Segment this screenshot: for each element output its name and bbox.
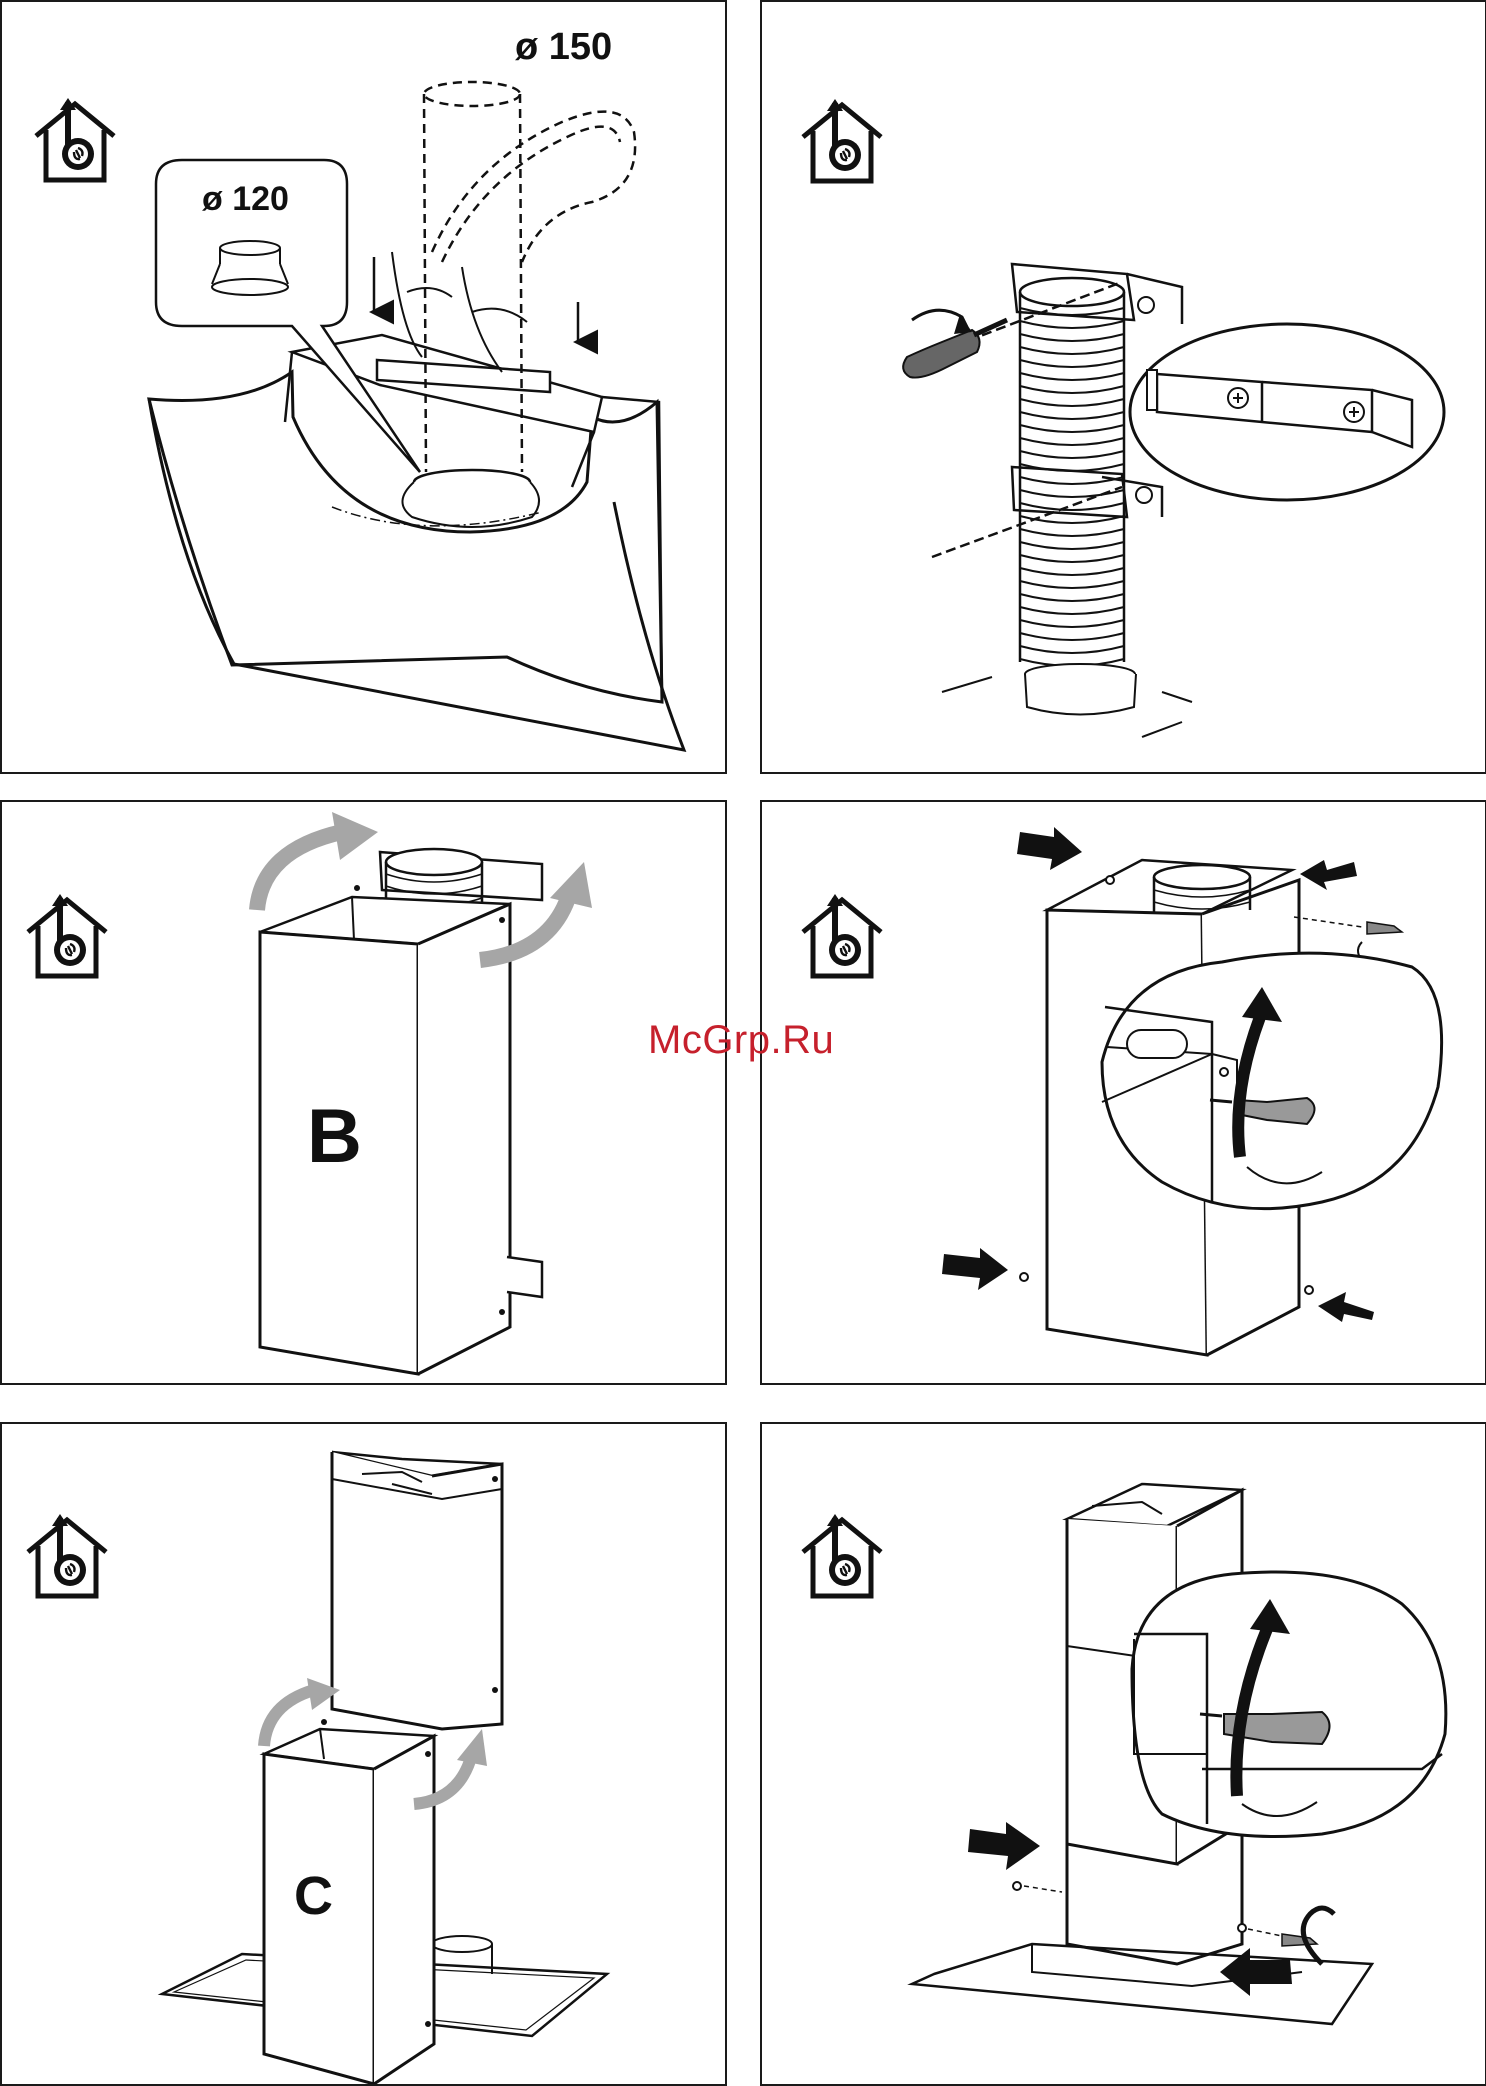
duct-rib [1020,386,1124,393]
watermark-text: McGrp.Ru [648,1018,834,1063]
duct-rib [1020,425,1124,432]
duct-rib [1020,347,1124,354]
duct-rib [1020,438,1124,445]
duct-rib [1020,412,1124,419]
label-diameter-120: ø 120 [202,180,289,218]
label-diameter-150: ø 150 [515,26,612,68]
section-letter-c: C [294,1866,333,1926]
duct-rib [1020,373,1124,380]
duct-rib [1020,568,1124,575]
duct-rib [1020,321,1124,328]
push-arrow-4 [1318,1292,1374,1322]
detail-zoom-screw [1102,953,1442,1209]
duct-rib [1020,529,1124,536]
panel-6-fix-screws-c [760,1422,1486,2086]
ducted-mode-icon [803,99,881,181]
section-letter-b: B [307,1094,362,1179]
duct-rib [1020,620,1124,627]
panel-5-upper-chimney-c: C [0,1422,727,2086]
push-arrow-3 [942,1248,1008,1290]
detail-zoom-screw [1132,1572,1446,1837]
duct-rib [1020,503,1124,510]
duct-rib [1020,594,1124,601]
screwdriver-icon [1367,922,1402,934]
duct-rib [1020,555,1124,562]
duct-rib [1020,399,1124,406]
screwdriver-icon [1282,1934,1317,1946]
panel-4-fix-screws-b [760,800,1486,1385]
detail-zoom-bracket [1130,324,1444,500]
push-arrow-1 [968,1822,1040,1870]
duct-rib [1020,542,1124,549]
panel-1-duct-connection: ø 120 ø 150 [0,0,727,774]
push-arrow-2 [1300,860,1357,890]
duct-rib [1020,581,1124,588]
push-arrow-1 [1017,827,1082,870]
duct-rib [1020,607,1124,614]
screwdriver-icon [903,310,1007,377]
ducted-mode-icon [803,1514,881,1596]
ducted-mode-icon [28,894,106,976]
duct-rib [1020,334,1124,341]
duct-rib [1020,451,1124,458]
duct-rib [1020,633,1124,640]
duct-rib [1020,360,1124,367]
panel-3-lower-chimney-b: B [0,800,727,1385]
duct-rib [1020,646,1124,653]
panel-2-duct-bracket [760,0,1486,774]
rotate-arrow-left [257,832,342,910]
ducted-mode-icon [28,1514,106,1596]
ducted-mode-icon [803,894,881,976]
ducted-mode-icon [36,98,114,180]
